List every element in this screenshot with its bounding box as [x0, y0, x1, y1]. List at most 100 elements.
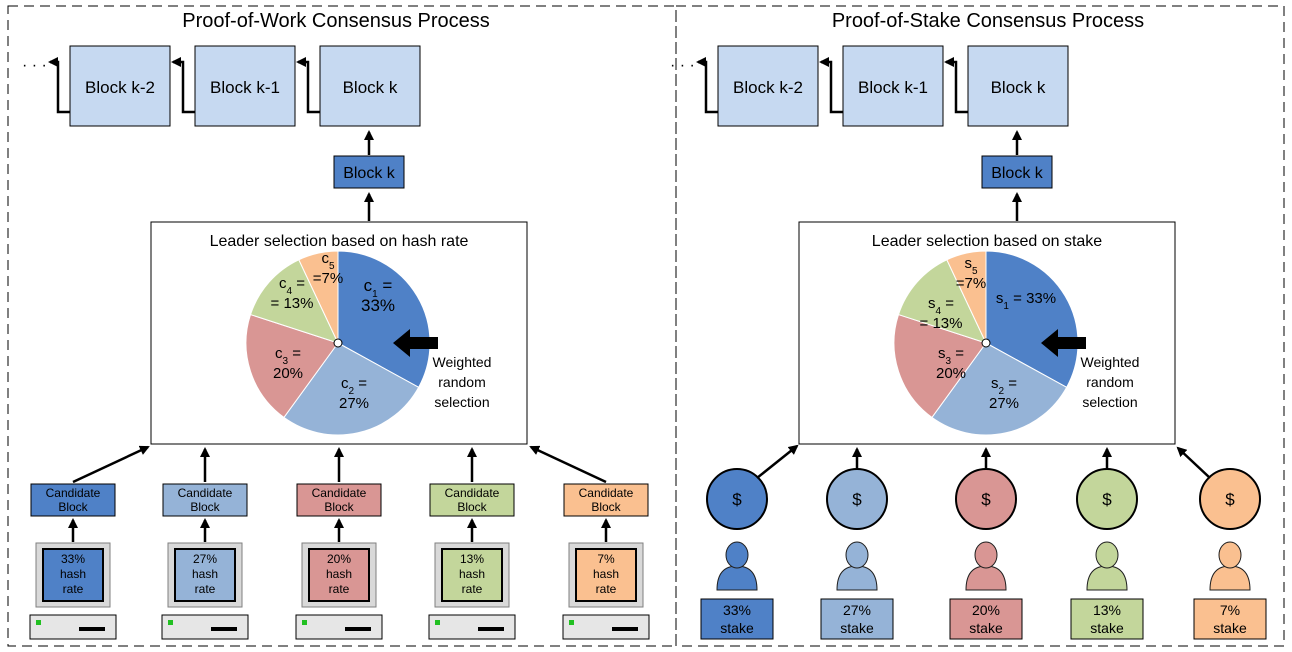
drive-slot	[612, 627, 638, 631]
chain-block	[194, 45, 296, 127]
staker-head	[845, 541, 869, 569]
miner-hash-rate: 20%	[327, 552, 351, 566]
pie-slice-c4	[249, 259, 339, 344]
monitor-screen	[575, 548, 637, 602]
pie-label-value: 20%	[936, 365, 966, 382]
pie-label: c4 =	[279, 275, 305, 297]
chain-link-arrow	[296, 57, 320, 114]
candidate-block	[162, 483, 248, 517]
pie-label: c3 =	[275, 345, 301, 367]
pie-slice-s3	[893, 313, 987, 419]
leader-pie: s1 = 33%s2 =27%s3 =20%s4 == 13%s5=7%	[893, 250, 1079, 436]
staker-to-leader-arrow	[756, 444, 799, 479]
miner-hash-rate: hash	[459, 567, 485, 581]
selection-label: selection	[1082, 394, 1137, 410]
pie-label: c2 =	[341, 375, 367, 397]
staker-body	[836, 565, 878, 591]
selection-label: selection	[434, 394, 489, 410]
chain-block	[717, 45, 819, 127]
miner-hash-rate: 7%	[597, 552, 615, 566]
pie-label-value: 27%	[989, 395, 1019, 412]
chain-link-arrow	[944, 57, 968, 114]
miner-hash-rate: rate	[462, 582, 483, 596]
staker-body	[716, 565, 758, 591]
candidate-block	[30, 483, 116, 517]
chain-block-label: Block k-1	[858, 78, 928, 97]
selected-block-label: Block k	[991, 165, 1044, 182]
candidate-block	[429, 483, 515, 517]
stake-amount: stake	[969, 620, 1003, 636]
stake-amount: 33%	[723, 602, 751, 618]
candidate-block-label: Block	[457, 500, 487, 514]
pie-slice-c5	[298, 250, 339, 344]
miner-hash-rate: rate	[329, 582, 350, 596]
pow-title: Proof-of-Work Consensus Process	[182, 10, 490, 32]
miner-hash-rate: rate	[63, 582, 84, 596]
stake-amount: 7%	[1220, 602, 1240, 618]
candidate-to-leader-arrow	[72, 445, 150, 484]
candidate-block-label: Candidate	[312, 486, 367, 500]
pie-label-value: 20%	[273, 365, 303, 382]
pie-center	[981, 338, 991, 348]
miner-hash-rate: hash	[593, 567, 619, 581]
miner-hash-rate: rate	[195, 582, 216, 596]
candidate-block-label: Candidate	[46, 486, 101, 500]
drive-slot	[211, 627, 237, 631]
stake-box	[1070, 598, 1144, 640]
chain-block	[319, 45, 421, 127]
pie-slice-c3	[245, 313, 339, 419]
drive-slot	[79, 627, 105, 631]
candidate-block-label: Candidate	[445, 486, 500, 500]
stake-box	[700, 598, 774, 640]
selection-label: random	[438, 374, 485, 390]
pie-label-value: 33%	[361, 296, 395, 315]
chain-link-arrow	[171, 57, 195, 114]
coin-symbol: $	[1225, 490, 1235, 509]
chain-block-label: Block k-1	[210, 78, 280, 97]
pow-panel-frame	[7, 5, 677, 647]
coin-symbol: $	[852, 490, 862, 509]
power-led	[36, 620, 41, 625]
pie-label: s3 =	[938, 345, 964, 367]
pie-label: c5	[321, 250, 335, 272]
stake-amount: 27%	[843, 602, 871, 618]
chain-block-label: Block k	[991, 78, 1046, 97]
candidate-block-label: Block	[190, 500, 220, 514]
pie-label: c1 =	[364, 276, 393, 300]
selected-block	[333, 155, 405, 189]
candidate-to-leader-arrow	[529, 445, 607, 484]
staker-head	[974, 541, 998, 569]
pie-slice-s2	[931, 342, 1068, 436]
stake-amount: stake	[720, 620, 754, 636]
chain-link-arrow	[696, 57, 718, 114]
coin-symbol: $	[981, 490, 991, 509]
chain-block-label: Block k-2	[85, 78, 155, 97]
power-led	[569, 620, 574, 625]
power-led	[435, 620, 440, 625]
staker-body	[1086, 565, 1128, 591]
candidate-block	[296, 483, 382, 517]
staker-head	[1095, 541, 1119, 569]
candidate-block	[563, 483, 649, 517]
stake-amount: stake	[840, 620, 874, 636]
chain-block-label: Block k-2	[733, 78, 803, 97]
stake-box	[820, 598, 894, 640]
chain-block	[69, 45, 171, 127]
stake-amount: stake	[1090, 620, 1124, 636]
pie-slice-s4	[897, 259, 987, 344]
pos-panel-frame	[675, 5, 1285, 647]
monitor-screen	[174, 548, 236, 602]
selected-block	[981, 155, 1053, 189]
selected-block-label: Block k	[343, 165, 396, 182]
candidate-block-label: Block	[591, 500, 621, 514]
staker-head	[725, 541, 749, 569]
pos-title: Proof-of-Stake Consensus Process	[832, 10, 1144, 32]
coin-symbol: $	[732, 490, 742, 509]
stake-amount: stake	[1213, 620, 1247, 636]
miner-hash-rate: hash	[60, 567, 86, 581]
selection-arrow	[393, 329, 438, 357]
candidate-block-label: Block	[324, 500, 354, 514]
pie-label: s2 =	[991, 375, 1017, 397]
selection-label: Weighted	[433, 354, 492, 370]
